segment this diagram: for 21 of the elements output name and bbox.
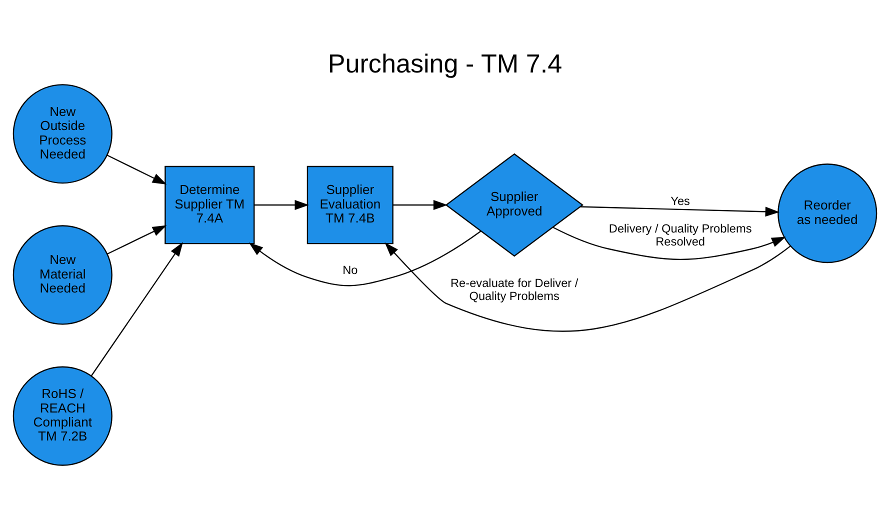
node-circle: RoHS / REACH Compliant TM 7.2B <box>12 366 112 466</box>
arrow <box>552 226 786 260</box>
edge-label: No <box>342 262 358 276</box>
edge-label: Delivery / Quality Problems Resolved <box>608 220 752 248</box>
arrow <box>393 200 448 210</box>
arrow <box>106 224 167 254</box>
arrow <box>90 242 184 376</box>
arrow <box>106 154 167 184</box>
node-box: Supplier Evaluation TM 7.4B <box>306 165 394 244</box>
edge-label: Re-evaluate for Deliver / Quality Problems <box>450 275 578 302</box>
node-circle: New Outside Process Needed <box>12 84 112 184</box>
node-circle: Reorder as needed <box>778 163 878 263</box>
arrow <box>384 242 791 332</box>
node-circle: New Material Needed <box>12 224 112 324</box>
arrow <box>254 200 309 210</box>
arrow <box>248 230 482 286</box>
arrow <box>580 206 780 216</box>
node-diamond: Supplier Approved <box>445 152 584 256</box>
node-box: Determine Supplier TM 7.4A <box>164 165 255 244</box>
edge-label: Yes <box>670 194 690 208</box>
diagram-title: Purchasing - TM 7.4 <box>328 48 562 78</box>
